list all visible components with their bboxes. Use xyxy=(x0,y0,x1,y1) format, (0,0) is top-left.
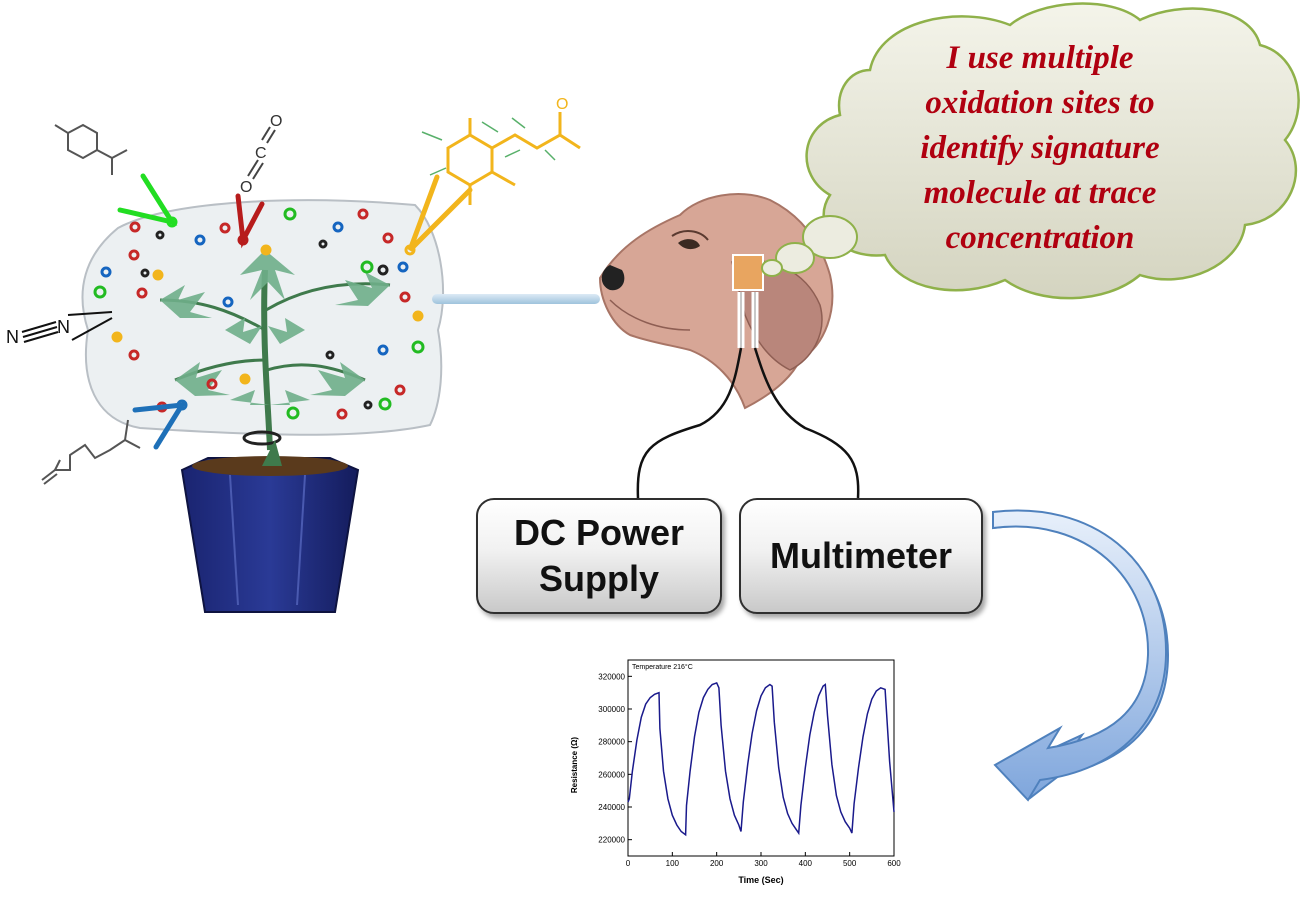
dog-head-illustration xyxy=(598,193,834,410)
thought-bubble-text: I use multiple oxidation sites to identi… xyxy=(872,36,1208,261)
cloud-shape xyxy=(805,2,1300,300)
n2-n1-label: N xyxy=(6,327,19,347)
thought-bubble-medium xyxy=(775,242,815,274)
y-tick-label: 280000 xyxy=(598,738,625,747)
y-tick-label: 240000 xyxy=(598,803,625,812)
dc-power-supply-line2: Supply xyxy=(538,558,659,599)
thought-line-3: identify signature xyxy=(920,130,1160,166)
chart-y-axis-label: Resistance (Ω) xyxy=(570,737,579,794)
x-tick-label: 0 xyxy=(626,859,631,868)
chart-plot-area xyxy=(627,659,895,857)
chart-x-axis-label: Time (Sec) xyxy=(738,875,783,885)
volatile-molecules xyxy=(93,207,425,420)
thought-bubble-small xyxy=(761,259,783,277)
y-tick-label: 260000 xyxy=(598,770,625,779)
myrcene-molecule xyxy=(41,419,141,485)
y-tick-label: 320000 xyxy=(598,672,625,681)
thought-line-5: concentration xyxy=(945,220,1135,256)
thought-cloud xyxy=(761,2,1300,300)
co2-c-label: C xyxy=(255,145,267,162)
co2-o2-label: O xyxy=(270,113,282,130)
dc-power-supply-box: DC Power Supply xyxy=(476,498,722,614)
terpene-molecule xyxy=(54,123,128,175)
y-tick-label: 220000 xyxy=(598,836,625,845)
wire-to-dc-supply xyxy=(636,347,743,499)
thought-bubble-large xyxy=(802,215,858,259)
co2-o1-label: O xyxy=(240,179,252,196)
ketone-oxygen-label: O xyxy=(556,96,568,113)
oxidation-probes xyxy=(117,173,473,450)
multimeter-label: Multimeter xyxy=(769,535,953,576)
wire-to-multimeter xyxy=(753,347,860,499)
y-tick-label: 300000 xyxy=(598,705,625,714)
n2-n2-label: N xyxy=(57,317,70,337)
resistance-time-chart: Temperature 216°C Time (Sec) Resistance … xyxy=(570,659,901,885)
x-tick-label: 100 xyxy=(666,859,680,868)
x-tick-label: 300 xyxy=(754,859,768,868)
x-tick-label: 400 xyxy=(799,859,813,868)
x-tick-label: 600 xyxy=(887,859,901,868)
thought-line-4: molecule at trace xyxy=(923,175,1157,211)
n2-molecule xyxy=(21,311,113,343)
co2-molecule xyxy=(247,126,276,180)
plant-bag-illustration: O C O N N O xyxy=(6,96,600,613)
sensor-chip xyxy=(732,254,764,291)
multimeter-box: Multimeter xyxy=(739,498,983,614)
x-tick-label: 200 xyxy=(710,859,724,868)
dc-power-supply-line1: DC Power xyxy=(513,512,685,553)
thought-line-2: oxidation sites to xyxy=(925,85,1155,121)
chart-series-line xyxy=(627,681,895,837)
thought-line-1: I use multiple xyxy=(946,40,1134,76)
x-tick-label: 500 xyxy=(843,859,857,868)
sampling-tube xyxy=(432,294,600,304)
ionone-molecule xyxy=(446,112,581,205)
flower-pot xyxy=(180,457,360,613)
chart-title: Temperature 216°C xyxy=(632,663,693,671)
